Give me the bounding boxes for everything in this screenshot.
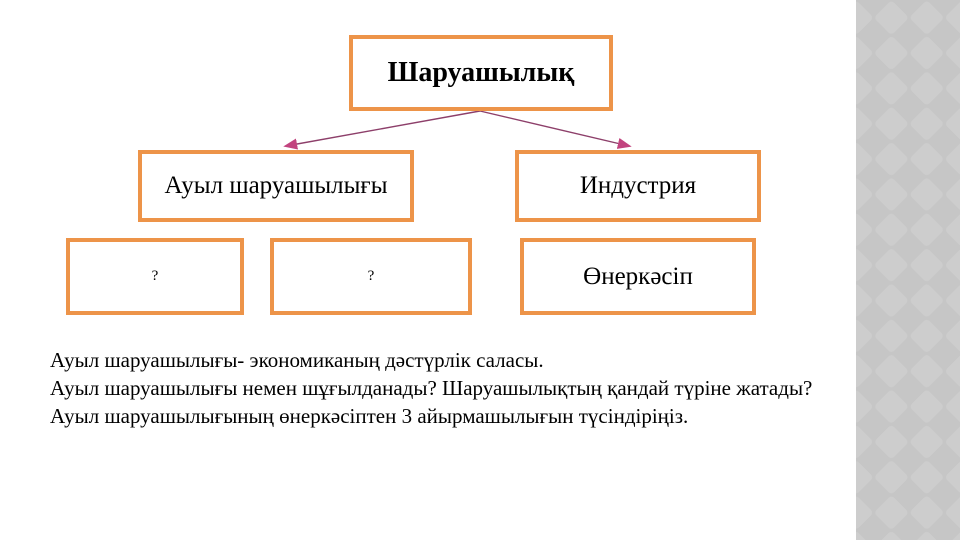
decorative-diamond-strip [856,0,960,540]
node-auyl-sharuashylygy: Ауыл шаруашылығы [138,150,414,222]
node-onerkasip: Өнеркәсіп [520,238,756,315]
node-label: ? [151,268,159,284]
body-text-line-3: Ауыл шаруашылығының өнеркәсіптен 3 айырм… [50,404,689,428]
node-label: Индустрия [579,172,697,199]
body-text-line-1: Ауыл шаруашылығы- экономиканың дәстүрлік… [50,348,544,372]
connector-arrow-right [479,110,632,149]
node-industriya: Индустрия [515,150,761,222]
connector-arrow-left [283,110,481,150]
node-label: ? [367,268,375,284]
node-label: Шаруашылық [387,57,575,88]
node-label: Өнеркәсіп [583,262,693,290]
node-sharuashylyq: Шаруашылық [349,35,613,111]
node-label: Ауыл шаруашылығы [164,172,388,199]
node-question-1: ? [66,238,244,315]
body-text: Ауыл шаруашылығы- экономиканың дәстүрлік… [50,346,930,430]
body-text-line-2: Ауыл шаруашылығы немен шұғылданады? Шару… [50,376,813,400]
node-question-2: ? [270,238,472,315]
